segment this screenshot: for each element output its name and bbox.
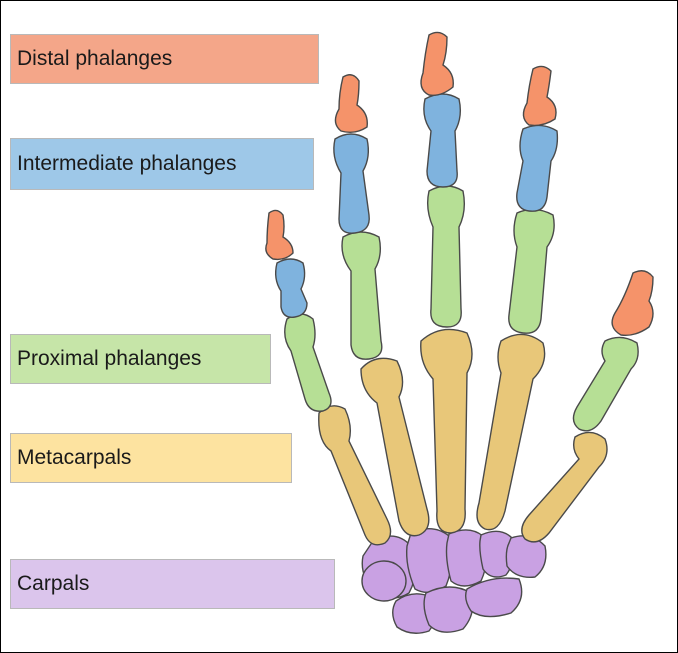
metacarpal-bones xyxy=(319,329,607,544)
proximal-phalanx-bone xyxy=(342,232,382,359)
carpal-bone xyxy=(362,561,406,601)
carpals-text: Carpals xyxy=(17,572,89,596)
metacarpal-bone xyxy=(319,406,391,545)
distal-phalanx-bone xyxy=(335,75,367,133)
proximal-phalanges-text: Proximal phalanges xyxy=(17,347,201,371)
intermediate-phalanx-bone xyxy=(517,125,558,211)
distal-phalanx-bone xyxy=(421,32,453,95)
metacarpal-bone xyxy=(421,329,472,533)
intermediate-phalanx-bone xyxy=(334,134,369,233)
distal-phalanx-bone xyxy=(612,271,653,336)
carpals-label: Carpals xyxy=(10,559,335,609)
distal-phalanx-bone xyxy=(266,210,293,259)
intermediate-phalanx-bone xyxy=(276,259,307,317)
proximal-phalanx-bone xyxy=(509,209,554,333)
distal-phalanges-label: Distal phalanges xyxy=(10,34,319,84)
intermediate-phalanges-text: Intermediate phalanges xyxy=(17,152,237,176)
proximal-phalanges-label: Proximal phalanges xyxy=(10,334,271,384)
metacarpal-bone xyxy=(477,334,545,529)
proximal-phalanx-bone xyxy=(428,186,465,327)
carpal-bones xyxy=(362,529,546,634)
metacarpal-bone xyxy=(522,432,607,541)
distal-phalanges-text: Distal phalanges xyxy=(17,47,172,71)
carpal-bone xyxy=(506,536,546,577)
proximal-phalanx-bone xyxy=(285,314,331,411)
proximal-phalanx-bone xyxy=(573,337,638,430)
metacarpals-label: Metacarpals xyxy=(10,433,292,483)
distal-phalanx-bone xyxy=(523,66,556,125)
intermediate-phalanx-bone xyxy=(424,94,460,187)
intermediate-phalanges-label: Intermediate phalanges xyxy=(10,138,314,190)
carpal-bone xyxy=(407,529,452,593)
metacarpals-text: Metacarpals xyxy=(17,446,131,470)
